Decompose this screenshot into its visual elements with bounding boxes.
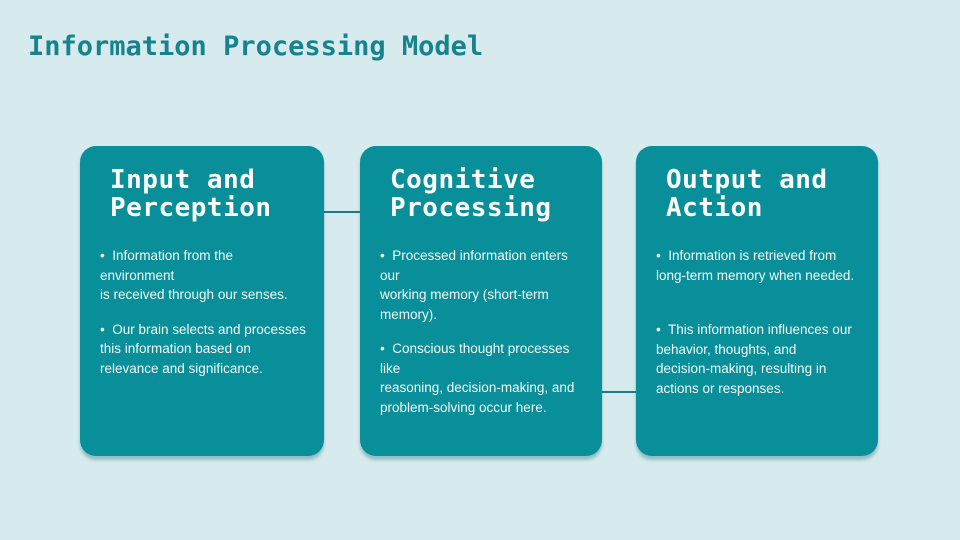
card-cognitive-processing: Cognitive Processing • Processed informa… [360,146,602,456]
card-bullet: • Information is retrieved from long-ter… [656,248,855,283]
card-bullet: • This information influences our behavi… [656,322,852,396]
card-bullet: • Information from the environment is re… [100,248,288,302]
card-title: Input and Perception [110,165,272,223]
card-output-and-action: Output and Action • Information is retri… [636,146,878,456]
card-title: Output and Action [666,165,828,223]
connector-line-cognitive-to-output [602,391,636,393]
card-bullet: • Processed information enters our worki… [380,248,568,322]
card-title: Cognitive Processing [390,165,552,223]
slide-title: Information Processing Model [28,31,484,62]
card-bullet: • Our brain selects and processes this i… [100,321,306,376]
card-bullet: • Conscious thought processes like reaso… [380,341,575,415]
connector-line-input-to-cognitive [324,211,360,213]
card-input-and-perception: Input and Perception • Information from … [80,146,324,456]
